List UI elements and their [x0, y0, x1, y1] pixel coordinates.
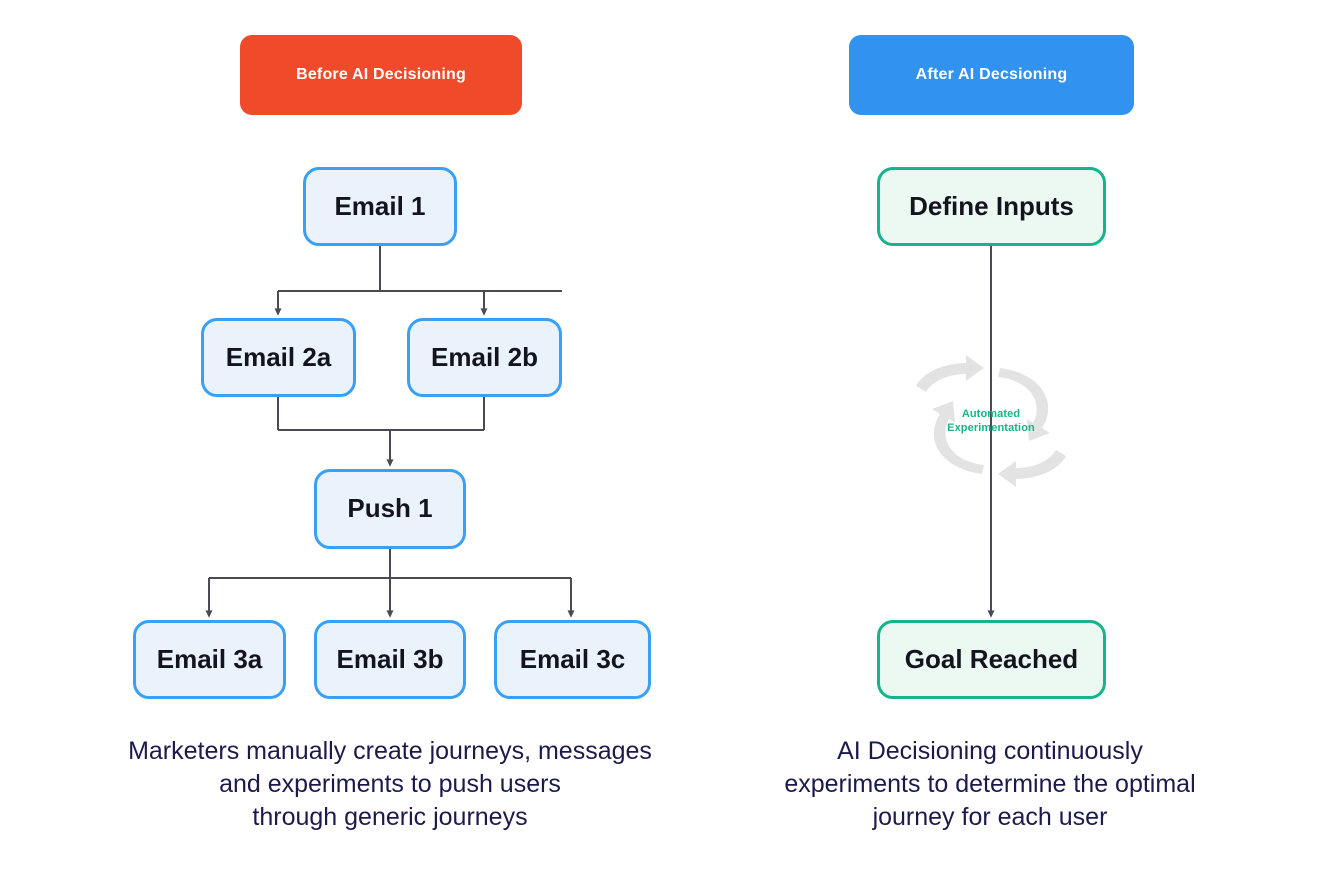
- caption-before: Marketers manually create journeys, mess…: [128, 737, 652, 831]
- node-email1: Email 1: [303, 167, 457, 246]
- loop-arrow-bottom-right: [998, 450, 1066, 487]
- badge-before-ai-decisioning: Before AI Decisioning: [240, 35, 522, 115]
- node-email3c: Email 3c: [494, 620, 651, 699]
- node-goal-reached: Goal Reached: [877, 620, 1106, 699]
- loop-arrow-top-left: [916, 355, 984, 392]
- node-email2b: Email 2b: [407, 318, 562, 397]
- node-define-inputs: Define Inputs: [877, 167, 1106, 246]
- node-email3a: Email 3a: [133, 620, 286, 699]
- left-connectors: [205, 246, 575, 618]
- caption-after: AI Decisioning continuously experiments …: [784, 737, 1196, 831]
- node-push1: Push 1: [314, 469, 466, 549]
- badge-after-ai-decisioning: After AI Decsioning: [849, 35, 1134, 115]
- node-email2a: Email 2a: [201, 318, 356, 397]
- node-email3b: Email 3b: [314, 620, 466, 699]
- automation-loop-label: Automated Experimentation: [947, 408, 1035, 435]
